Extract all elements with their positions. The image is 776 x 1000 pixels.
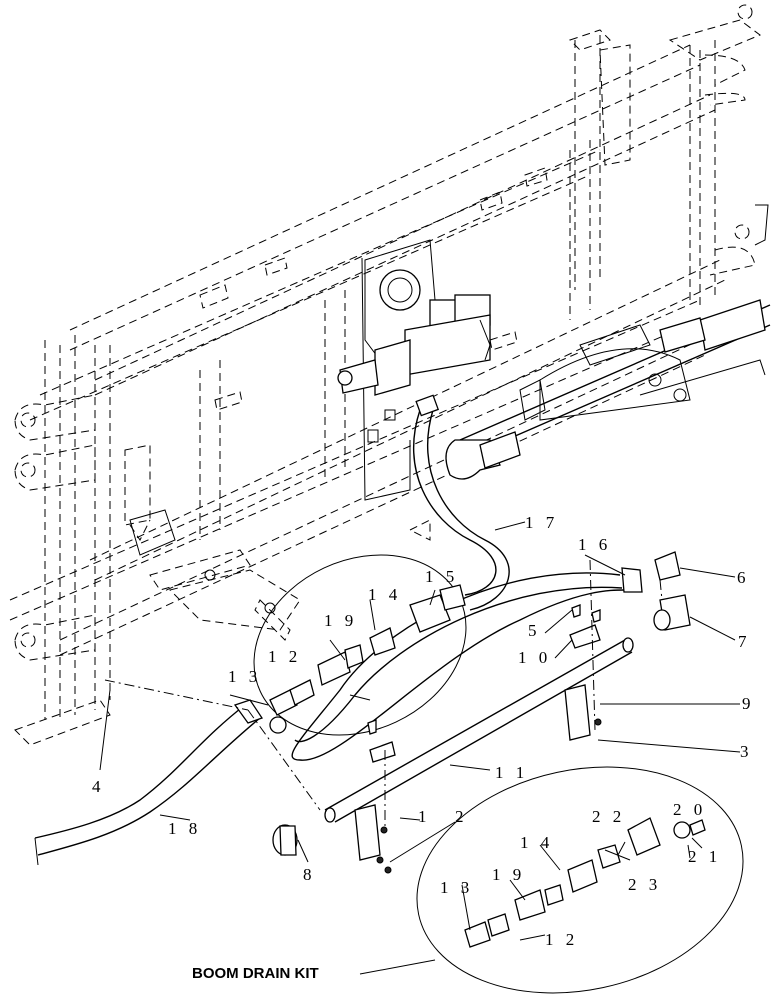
boom-drain-kit — [416, 766, 744, 994]
callout-18: 1 8 — [168, 819, 201, 838]
boom-frame — [9, 4, 769, 746]
callout-14-lower: 1 4 — [520, 833, 553, 852]
callout-12-upper: 1 2 — [268, 647, 301, 666]
callout-16: 1 6 — [578, 535, 611, 554]
coupling-group-upper — [253, 554, 467, 736]
callout-5: 5 — [528, 621, 541, 640]
callout-17: 1 7 — [525, 513, 558, 532]
leader-lines — [99, 521, 741, 975]
callout-8: 8 — [303, 865, 316, 884]
callout-labels: 1 2 3 4 5 6 7 8 9 1 0 1 1 1 2 1 3 1 4 1 … — [92, 513, 755, 982]
callout-13-upper: 1 3 — [228, 667, 261, 686]
callout-6: 6 — [737, 568, 750, 587]
callout-1: 1 — [418, 807, 431, 826]
hoses — [34, 394, 643, 866]
callout-10: 1 0 — [518, 648, 551, 667]
boom-drain-kit-label: BOOM DRAIN KIT — [192, 965, 319, 982]
callout-23: 2 3 — [628, 875, 661, 894]
callout-19-upper: 1 9 — [324, 611, 357, 630]
callout-15: 1 5 — [425, 567, 458, 586]
fittings-right — [272, 551, 691, 874]
callout-3: 3 — [740, 742, 753, 761]
boom-tube-assembly — [445, 299, 771, 480]
callout-22: 2 2 — [592, 807, 625, 826]
callout-19-lower: 1 9 — [492, 865, 525, 884]
callout-13-lower: 1 3 — [440, 878, 473, 897]
callout-2: 2 — [455, 807, 468, 826]
callout-11: 1 1 — [495, 763, 528, 782]
callout-14-upper: 1 4 — [368, 585, 401, 604]
callout-20: 2 0 — [673, 800, 706, 819]
callout-7: 7 — [738, 632, 751, 651]
callout-4: 4 — [92, 777, 105, 796]
callout-21: 2 1 — [688, 847, 721, 866]
callout-12-lower: 1 2 — [545, 930, 578, 949]
center-lines — [104, 559, 663, 830]
callout-9: 9 — [742, 694, 755, 713]
control-valve-assembly — [337, 239, 491, 501]
